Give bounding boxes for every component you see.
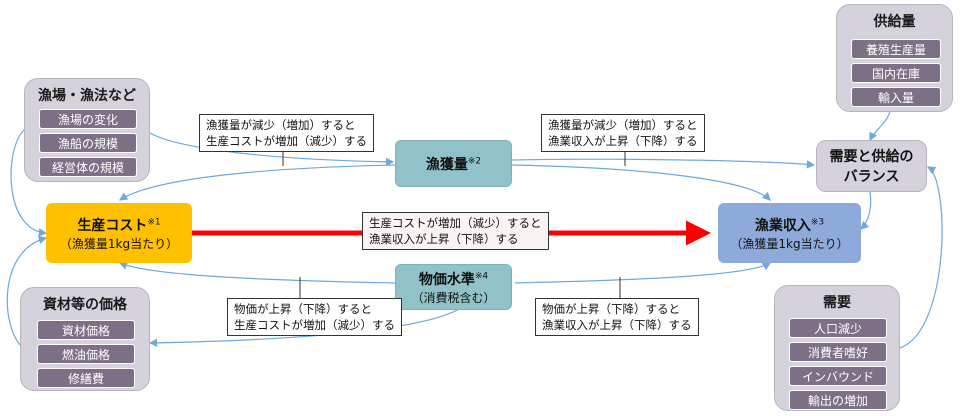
income-sub: （漁獲量1kg当たり） [730, 236, 849, 251]
demand-item-consumer-preference: 消費者嗜好 [789, 342, 887, 362]
fishing-title: 漁場・漁法など [38, 88, 136, 104]
connector-supply-to-balance [869, 111, 891, 142]
connector-catch-to-balance [511, 158, 816, 169]
supply-item-imports: 輸入量 [851, 87, 941, 107]
connector-fishing-to-catch [149, 132, 395, 167]
income-note-mark: ※3 [810, 216, 825, 227]
materials-title: 資材等の価格 [43, 297, 127, 313]
balance-line2: バランス [843, 169, 900, 185]
connector-catch-to-income [511, 164, 771, 201]
materials-item-material-price: 資材価格 [37, 320, 135, 340]
supply-item-aquaculture: 養殖生産量 [851, 39, 941, 59]
note-price-cost: 物価が上昇（下降）すると 生産コストが増加（減少）する [227, 298, 402, 336]
balance-line1: 需要と供給の [829, 149, 914, 165]
catch-node: 漁獲量※2 [395, 140, 512, 187]
connector-catch-to-cost [119, 164, 396, 201]
catch-note-mark: ※2 [467, 155, 482, 166]
connector-price-to-cost [118, 261, 396, 284]
fishing-item-vessel-size: 漁船の規模 [39, 133, 137, 153]
connector-balance-to-income [860, 191, 872, 230]
price-note-mark: ※4 [474, 270, 489, 281]
connector-demand-to-balance [899, 166, 943, 349]
price-sub: （消費税含む） [411, 290, 496, 305]
cost-sub: （漁獲量1kg当たり） [59, 236, 179, 251]
cost-note-mark: ※1 [147, 216, 161, 227]
income-node: 漁業収入※3 （漁獲量1kg当たり） [718, 203, 861, 263]
connector-fishing-to-cost [10, 129, 48, 237]
balance-node: 需要と供給の バランス [816, 140, 927, 192]
note-catch-income: 漁獲量が減少（増加）すると 漁業収入が上昇（下降）する [541, 114, 705, 152]
cost-label: 生産コスト [77, 217, 148, 234]
fishing-group: 漁場・漁法など 漁場の変化 漁船の規模 経営体の規模 [24, 78, 150, 182]
fishing-item-operator-size: 経営体の規模 [39, 157, 137, 177]
supply-item-domestic-stock: 国内在庫 [851, 63, 941, 83]
cost-node: 生産コスト※1 （漁獲量1kg当たり） [46, 203, 192, 263]
income-label: 漁業収入 [754, 217, 811, 234]
price-node: 物価水準※4 （消費税含む） [395, 264, 512, 310]
materials-group: 資材等の価格 資材価格 燃油価格 修繕費 [20, 287, 150, 391]
note-cost-income: 生産コストが増加（減少）すると 漁業収入が上昇（下降）する [362, 212, 549, 250]
demand-title: 需要 [823, 295, 851, 311]
demand-item-population-decline: 人口減少 [789, 318, 887, 338]
demand-group: 需要 人口減少 消費者嗜好 インバウンド 輸出の増加 [774, 285, 900, 411]
connector-price-to-income [514, 262, 772, 284]
demand-item-inbound: インバウンド [789, 366, 887, 386]
demand-item-export-increase: 輸出の増加 [789, 390, 887, 410]
connector-materials-to-cost [6, 235, 48, 346]
materials-item-repair-cost: 修繕費 [37, 368, 135, 388]
catch-label: 漁獲量 [425, 156, 468, 173]
note-price-income: 物価が上昇（下降）すると 漁業収入が上昇（下降）する [535, 298, 699, 336]
fishing-item-ground-change: 漁場の変化 [39, 109, 137, 129]
price-label: 物価水準 [418, 271, 475, 288]
supply-group: 供給量 養殖生産量 国内在庫 輸入量 [836, 4, 953, 112]
materials-item-fuel-price: 燃油価格 [37, 344, 135, 364]
supply-title: 供給量 [873, 14, 916, 30]
note-catch-cost: 漁獲量が減少（増加）すると 生産コストが増加（減少）する [199, 114, 374, 152]
